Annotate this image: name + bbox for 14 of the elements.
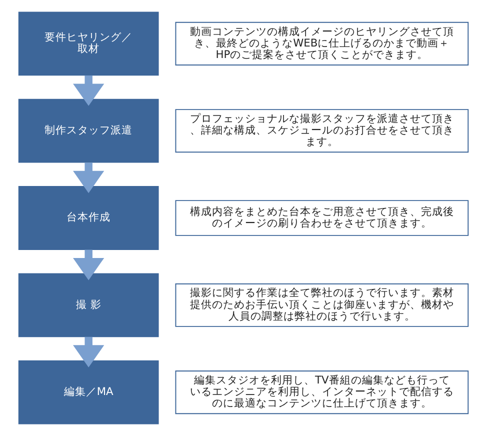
node-box: 撮影に関する作業は全て弊社のほうで行います。素材提供のためお手伝い頂くことは御座いますが、機材や人員の調整は弊社のほうで行います。 <box>175 283 469 327</box>
arrow <box>73 250 104 280</box>
node-box: 撮 影 <box>18 273 159 338</box>
node-box: 要件ヒヤリング／取材 <box>18 12 159 76</box>
node-box: 台本作成 <box>18 186 159 250</box>
arrow <box>73 75 104 106</box>
node-box: 構成内容をまとめた台本をご用意させて頂き、完成後のイメージの刷り合わせをさせて頂きます。 <box>175 200 469 236</box>
node-box: 編集スタジオを利用し、TV番組の編集なども行っているエンジニアを利用し、インターネットで配信するのに最適なコンテンツに仕上げて頂きます。 <box>175 370 469 414</box>
node-box: プロフェッショナルな撮影スタッフを派遣させて頂き、詳細な構成、スケジュールのお打合せをさせて頂きます。 <box>175 109 469 153</box>
arrow <box>73 336 104 368</box>
arrow <box>73 162 104 194</box>
node-box: 動画コンテンツの構成イメージのヒヤリングさせて頂き、最終どのようなWEBに仕上げるのかまで動画＋HPのご提案をさせて頂くことができます。 <box>175 22 469 66</box>
node-box: 制作スタッフ派遣 <box>18 98 159 163</box>
node-box: 編集／MA <box>18 360 159 424</box>
